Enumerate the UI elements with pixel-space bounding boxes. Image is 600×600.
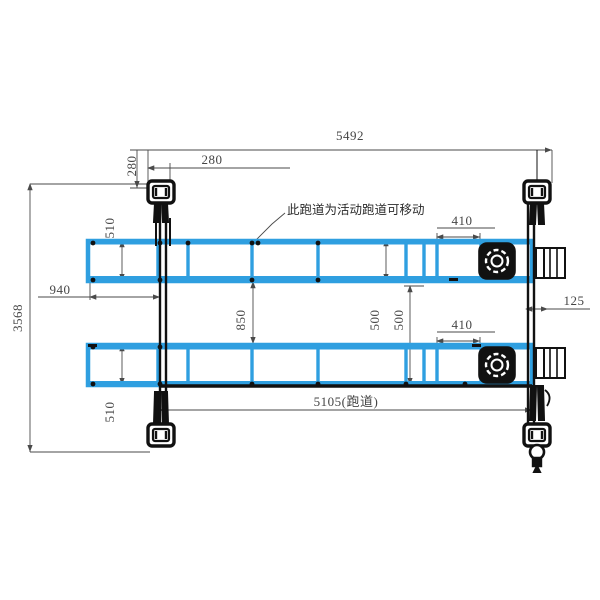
dim-label-overall-width-top: 5492 [336, 128, 364, 143]
dim-label-inner-clear-spacing: 850 [233, 310, 248, 331]
note-leader-line [252, 212, 286, 244]
frame-layer [146, 150, 566, 473]
dim-label-left-extension: 940 [50, 282, 71, 297]
post-top-right[interactable] [522, 150, 552, 225]
dim-label-runway-length-bottom: 5105(跑道) [314, 394, 379, 409]
dim-label-turntable-width-upper: 410 [452, 213, 473, 228]
dim-label-post-offset-horizontal: 280 [202, 152, 223, 167]
dim-label-turntable-width-lower: 410 [452, 317, 473, 332]
post-bottom-right[interactable] [522, 385, 552, 473]
dim-label-overall-height-left: 3568 [10, 304, 25, 332]
right-bracket-lower [535, 347, 566, 379]
dim-overall-height-left [27, 183, 150, 453]
turntable-lower[interactable] [478, 346, 516, 384]
dim-label-runway-width-lower: 510 [102, 402, 117, 423]
dim-label-runway-width-upper: 510 [102, 218, 117, 239]
dim-label-center-spacing-upper: 500 [367, 310, 382, 331]
dim-center-spacing-lower [404, 285, 424, 385]
joint-nodes [88, 240, 481, 387]
dim-label-right-offset: 125 [564, 293, 585, 308]
post-bottom-left[interactable] [146, 391, 176, 448]
dim-label-post-offset-vertical: 280 [124, 156, 139, 177]
post-top-left[interactable] [146, 179, 176, 246]
dim-label-center-spacing-lower: 500 [391, 310, 406, 331]
note-movable-runway: 此跑道为活动跑道可移动 [287, 202, 425, 217]
right-bracket-upper [535, 247, 566, 279]
turntable-upper[interactable] [478, 242, 516, 280]
